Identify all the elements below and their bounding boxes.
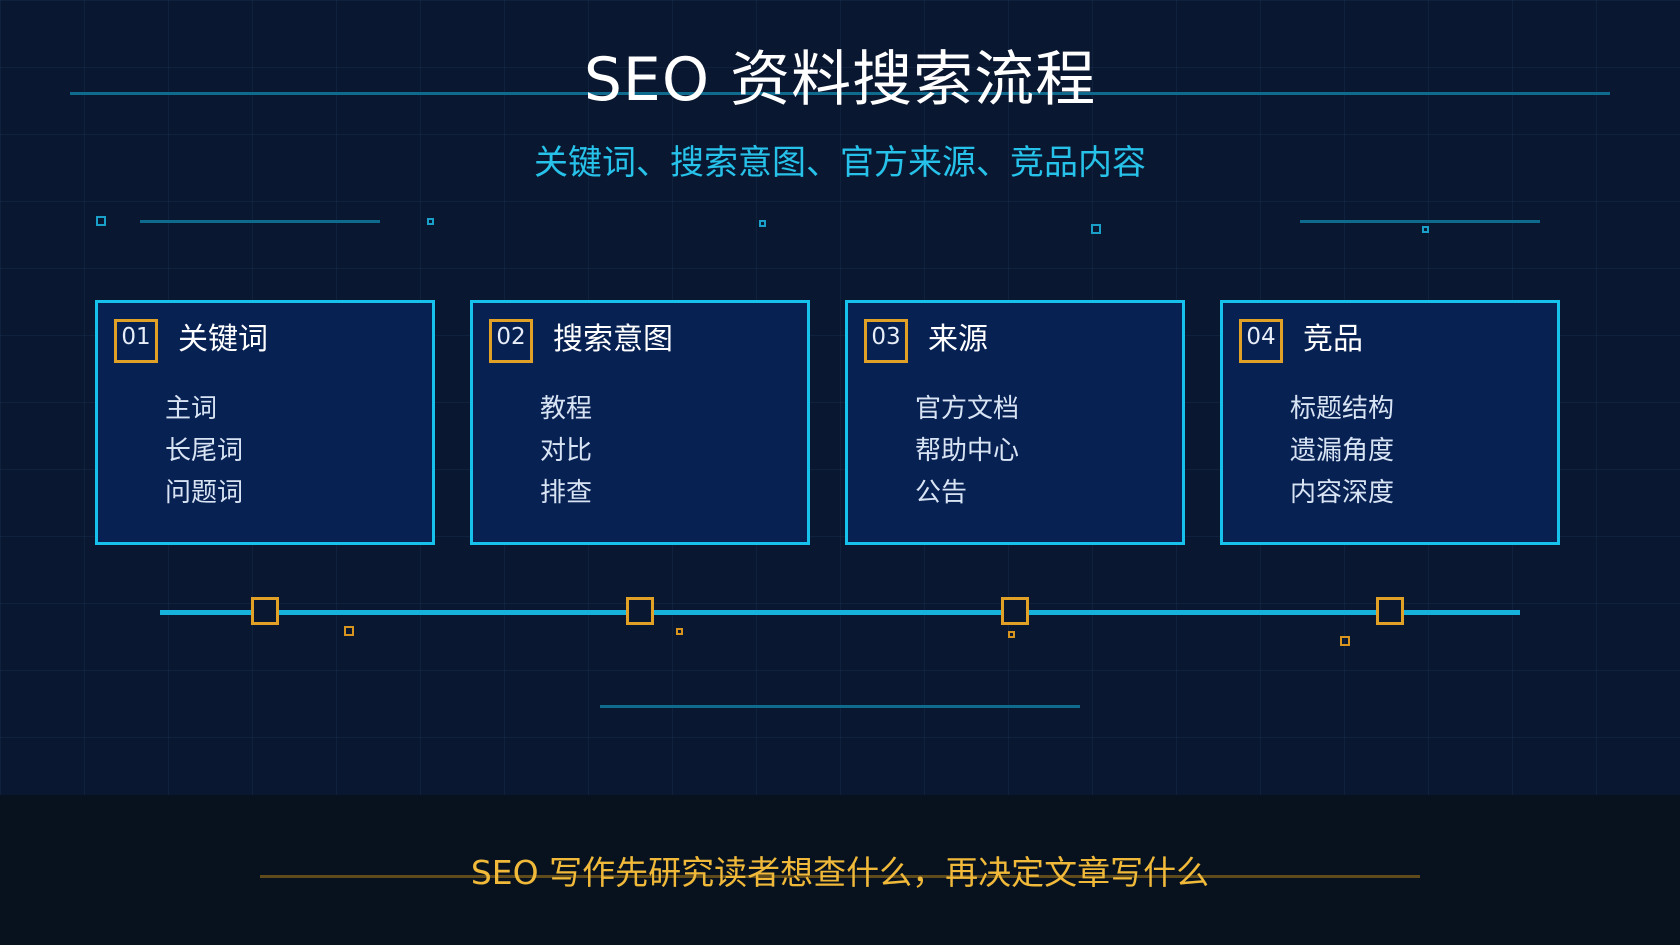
footer-band [0, 795, 1680, 945]
decor-square [1340, 636, 1350, 646]
decor-square [1008, 631, 1015, 638]
timeline-node [1376, 597, 1404, 625]
step-card-keywords: 01 关键词 主词 长尾词 问题词 [95, 300, 435, 545]
step-item-list: 主词 长尾词 问题词 [165, 388, 243, 514]
decor-square [676, 628, 683, 635]
step-number: 02 [489, 319, 533, 363]
list-item: 问题词 [165, 478, 244, 508]
step-heading: 搜索意图 [553, 322, 673, 357]
decor-square [96, 216, 106, 226]
list-item: 对比 [540, 436, 593, 466]
page-title: SEO 资料搜索流程 [583, 45, 1097, 115]
step-number: 04 [1239, 319, 1283, 363]
step-number: 01 [114, 319, 158, 363]
timeline-node [1001, 597, 1029, 625]
step-item-list: 官方文档 帮助中心 公告 [915, 388, 1019, 514]
step-heading: 竞品 [1303, 322, 1363, 357]
list-item: 排查 [540, 478, 593, 508]
footer-rule [260, 875, 1420, 878]
step-item-list: 教程 对比 排查 [540, 388, 592, 514]
timeline-node [626, 597, 654, 625]
decor-line-left [140, 220, 380, 223]
decor-line-right [1300, 220, 1540, 223]
page-subtitle: 关键词、搜索意图、官方来源、竞品内容 [534, 143, 1146, 183]
header-rule [70, 92, 1610, 95]
decor-square [759, 220, 766, 227]
list-item: 标题结构 [1290, 394, 1395, 424]
step-number: 03 [864, 319, 908, 363]
list-item: 主词 [165, 394, 218, 424]
step-card-search-intent: 02 搜索意图 教程 对比 排查 [470, 300, 810, 545]
list-item: 官方文档 [915, 394, 1020, 424]
step-card-sources: 03 来源 官方文档 帮助中心 公告 [845, 300, 1185, 545]
step-heading: 关键词 [178, 322, 268, 357]
decor-square [1091, 224, 1101, 234]
list-item: 内容深度 [1290, 478, 1395, 508]
decor-square [427, 218, 434, 225]
list-item: 帮助中心 [915, 436, 1020, 466]
footer-caption: SEO 写作先研究读者想查什么，再决定文章写什么 [470, 853, 1210, 892]
step-card-competitors: 04 竞品 标题结构 遗漏角度 内容深度 [1220, 300, 1560, 545]
list-item: 公告 [915, 478, 968, 508]
decor-square [1422, 226, 1429, 233]
step-item-list: 标题结构 遗漏角度 内容深度 [1290, 388, 1394, 514]
step-heading: 来源 [928, 322, 988, 357]
list-item: 长尾词 [165, 436, 244, 466]
decor-square [344, 626, 354, 636]
decor-line-bottom [600, 705, 1080, 708]
list-item: 教程 [540, 394, 593, 424]
timeline-node [251, 597, 279, 625]
timeline-line [160, 610, 1520, 615]
list-item: 遗漏角度 [1290, 436, 1395, 466]
